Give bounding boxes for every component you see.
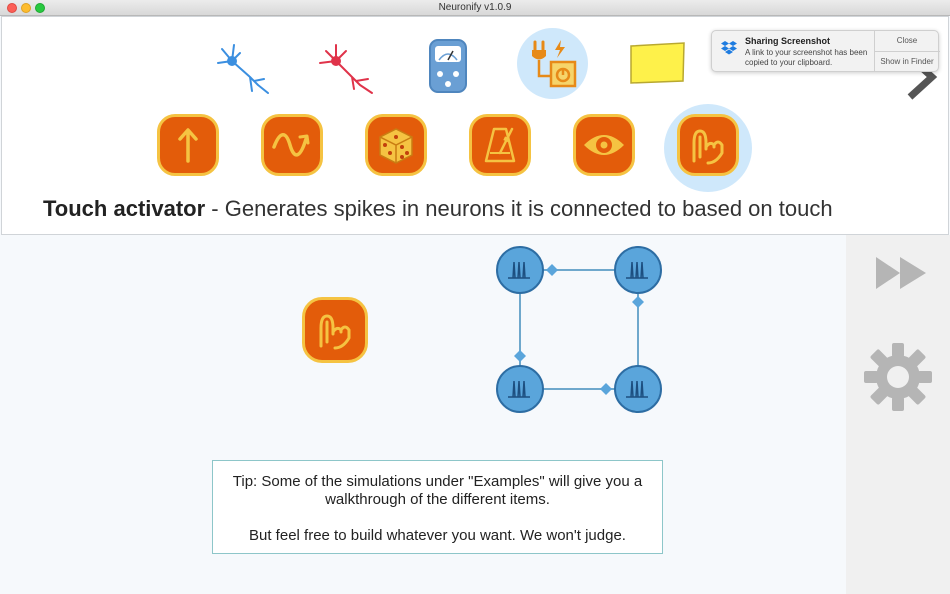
neuron-node (614, 365, 662, 413)
dropbox-icon (720, 40, 738, 61)
neuron-node (614, 246, 662, 294)
sine-wave-icon[interactable] (261, 114, 323, 176)
item-palette: Touch activator - Generates spikes in ne… (1, 16, 949, 235)
window-maximize-button[interactable] (35, 3, 45, 13)
synapse-marker (546, 264, 558, 276)
touch-hand-icon[interactable] (677, 114, 739, 176)
note-icon[interactable] (626, 39, 688, 87)
neuron-network (496, 246, 662, 413)
show-in-finder-button[interactable]: Show in Finder (880, 57, 934, 66)
synapse-marker (514, 350, 526, 362)
generator-icon[interactable] (517, 28, 588, 99)
inhibitory-neuron-icon[interactable] (312, 35, 374, 97)
dice-icon[interactable] (365, 114, 427, 176)
caption-description: - Generates spikes in neurons it is conn… (205, 196, 833, 221)
synapse-marker (632, 296, 644, 308)
notification-close-button[interactable]: Close (896, 36, 918, 45)
synapse-marker (600, 383, 612, 395)
tip-spacer (213, 509, 662, 527)
sharing-notification: Sharing Screenshot A link to your screen… (711, 30, 940, 72)
neuron-node (496, 365, 544, 413)
window-minimize-button[interactable] (21, 3, 31, 13)
arrow-up-icon[interactable] (157, 114, 219, 176)
touch-hand-icon (319, 314, 351, 350)
fast-forward-icon[interactable] (874, 255, 928, 296)
touch-activator-node[interactable] (302, 297, 368, 363)
window-close-button[interactable] (7, 3, 17, 13)
app-canvas[interactable]: Touch activator - Generates spikes in ne… (0, 16, 950, 594)
window-title: Neuronify v1.0.9 (438, 2, 512, 13)
neuron-node (496, 246, 544, 294)
metronome-icon[interactable] (469, 114, 531, 176)
notification-title: Sharing Screenshot (745, 36, 831, 46)
caption-title: Touch activator (43, 196, 206, 221)
excitatory-neuron-icon[interactable] (210, 35, 272, 97)
notification-body: A link to your screenshot has been copie… (745, 48, 868, 67)
tip-box: Tip: Some of the simulations under "Exam… (212, 460, 663, 554)
tip-line-1: Tip: Some of the simulations under "Exam… (232, 473, 643, 508)
eye-icon[interactable] (573, 114, 635, 176)
gear-icon[interactable] (864, 343, 932, 416)
meter-icon[interactable] (420, 35, 476, 97)
notification-divider (874, 51, 940, 52)
right-panel (846, 235, 950, 594)
tip-line-2: But feel free to build whatever you want… (249, 527, 626, 544)
window-titlebar: Neuronify v1.0.9 (0, 0, 950, 16)
palette-caption: Touch activator - Generates spikes in ne… (43, 196, 833, 222)
